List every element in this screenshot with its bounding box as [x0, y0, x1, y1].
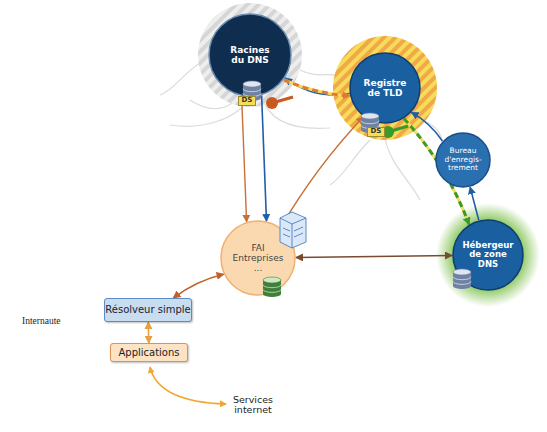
root-halo — [198, 3, 302, 107]
connector-arrow — [412, 112, 443, 141]
connector-arrow — [242, 96, 247, 222]
key-symbol — [382, 126, 408, 138]
building-symbol — [280, 212, 306, 248]
node-text: FAI Entreprises ... — [231, 243, 285, 273]
circle-shape — [436, 133, 490, 187]
database-symbol — [263, 277, 281, 297]
connector-underlay — [284, 80, 350, 96]
node-text: Registre de TLD — [362, 78, 408, 98]
key-symbol — [266, 97, 293, 109]
connector-arrow — [296, 256, 452, 258]
registry-halo — [333, 36, 437, 140]
circle-shape — [453, 220, 523, 290]
connector-arrow — [470, 187, 479, 220]
services-label: Services internet — [222, 395, 284, 416]
node-text: Applications — [111, 347, 187, 358]
node-text: Bureau d'enregis- trement — [440, 147, 486, 172]
services-arrow — [150, 367, 226, 404]
connector-arrow — [284, 80, 350, 96]
circle-shape — [350, 53, 420, 123]
isp-circle: FAI Entreprises ... — [220, 220, 296, 296]
connector-arrow — [173, 274, 223, 298]
database-symbol — [453, 269, 471, 289]
node-text: Hébergeur de zone DNS — [460, 241, 516, 270]
node-text: Racines du DNS — [227, 45, 273, 65]
application-box: Applications — [110, 343, 188, 362]
node-text: Résolveur simple — [105, 304, 191, 315]
user-label: Internaute — [22, 316, 92, 326]
registry-circle: Registre de TLD — [349, 52, 421, 124]
connector-arrow — [148, 322, 150, 343]
registrar-circle: Bureau d'enregis- trement — [435, 132, 491, 188]
resolver-box: Résolveur simple — [104, 298, 192, 322]
ds-tag: DS — [367, 127, 385, 137]
ds-tag: DS — [238, 96, 256, 106]
root-circle: Racines du DNS — [208, 13, 292, 97]
connector-arrow — [262, 95, 267, 221]
circle-shape — [209, 14, 291, 96]
host-circle: Hébergeur de zone DNS — [452, 219, 524, 291]
circle-shape — [221, 221, 295, 295]
connector-arrow — [281, 117, 364, 228]
